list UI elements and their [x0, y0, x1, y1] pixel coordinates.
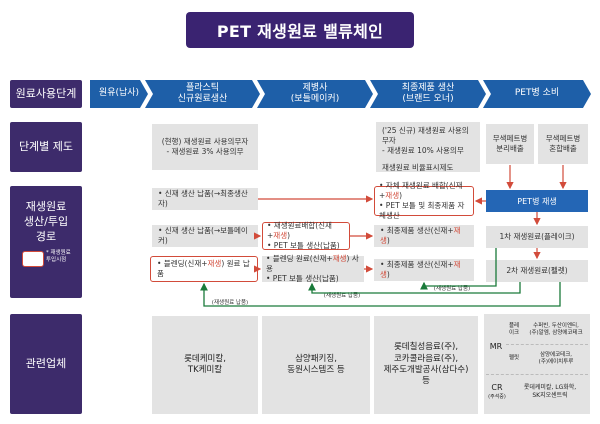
recycler-pellet-label: 펠릿 [508, 355, 520, 362]
stage-crude-oil: 원유(납사) [90, 80, 148, 108]
recycler-cr-companies-line2: SK지오센트릭 [532, 392, 568, 399]
industry-brand-line3: 제주도개발공사(삼다수) 등 [383, 365, 469, 387]
flow-r3-bottle: • 블렌딩 원료(신재+재생) 사용 • PET 보틀 생산(납품) [262, 253, 364, 284]
recycler-cr-companies: 롯데케미칼, LG화학, SK지오센트릭 [510, 378, 590, 406]
legend-text: * 재생원료 투입시점 [46, 250, 82, 265]
flow-r2-brand: • 최종제품 생산(신재+재생) [374, 225, 474, 247]
industry-bottle-line1: 삼양패키징, [295, 353, 337, 364]
return-tag-bottle: (재생원료 납품) [323, 293, 361, 299]
flow-r1-recycle: PET병 재생 [486, 190, 588, 212]
flow-r2-bottle-line1: • 재생원료배합(신재+재생) [267, 220, 332, 240]
flow-r2-bottle: • 재생원료배합(신재+재생) • PET 보틀 생산(납품) [262, 220, 350, 251]
flow-r2-bottle-line2: • PET 보틀 생산(납품) [267, 241, 340, 251]
industry-resin-line1: 롯데케미칼, [184, 353, 226, 364]
stage-new-resin-line1: 플라스틱 [185, 82, 220, 93]
recycler-cr-label-main: CR [491, 383, 503, 393]
recycler-pellet-companies: 삼양에코테크, (주)에이치투루 [522, 348, 590, 370]
flow-r2-resin: • 신재 생산 납품(→보틀메이커) [152, 225, 258, 247]
regulation-mixed-line1: 무색페트병 [545, 133, 581, 143]
regulation-mixed: 무색페트병 혼합배출 [538, 124, 588, 164]
regulation-resin-line2: - 재생원료 3% 사용의무 [166, 147, 244, 156]
row-label-flow: 재생원료 생산/투입 경로 [10, 186, 82, 298]
industry-bottle: 삼양패키징, 동원시스템즈 등 [262, 316, 370, 414]
regulation-resin: (현행) 재생원료 사용의무자 - 재생원료 3% 사용의무 [152, 124, 258, 170]
regulation-separate-line1: 무색페트병 [492, 133, 528, 143]
flow-r3-bottle-line1: • 블렌딩 원료(신재+재생) 사용 [266, 253, 359, 273]
row-label-stage: 원료사용단계 [10, 80, 82, 108]
industry-brand: 롯데칠성음료(주), 코카콜라음료(주), 제주도개발공사(삼다수) 등 [374, 316, 478, 414]
industry-brand-line2: 코카콜라음료(주), [393, 353, 459, 364]
flow-r3-bottle-line2: • PET 보틀 생산(납품) [266, 274, 339, 284]
recycler-mr-label: MR [489, 341, 503, 351]
recycler-divider-1 [506, 344, 588, 345]
industry-bottle-line2: 동원시스템즈 등 [287, 365, 345, 375]
recycler-pellet-companies-line1: 삼양에코테크, [539, 351, 573, 358]
flow-r2-flake: 1차 재생원료(플레이크) [486, 226, 588, 248]
row-label-flow-line3: 경로 [35, 229, 57, 243]
row-label-regulation: 단계별 제도 [10, 122, 82, 172]
stage-new-resin: 플라스틱 신규원료생산 [145, 80, 260, 108]
regulation-separate-line2: 분리배출 [496, 144, 524, 153]
industry-recyclers [484, 314, 590, 414]
stage-bottle-maker-line1: 제병사 [302, 82, 328, 93]
stage-brand-owner: 최종제품 생산 (브랜드 오너) [370, 80, 486, 108]
industry-resin-line2: TK케미칼 [187, 365, 223, 375]
recycler-cr-companies-line1: 롯데케미칼, LG화학, [523, 383, 577, 391]
flow-r3-resin-text: • 블렌딩(신재+재생) 원료 납품 [157, 258, 250, 278]
regulation-resin-line1: (현행) 재생원료 사용의무자 [161, 136, 249, 146]
stage-consumption: PET병 소비 [483, 80, 591, 108]
flow-r1-brand-line2: • PET 보틀 및 최종제품 자체생산 [379, 201, 465, 221]
regulation-brand-line2: - 재생원료 10% 사용의무 [382, 146, 464, 156]
recycler-cr-label: CR (주석중) [486, 380, 508, 404]
regulation-brand-line3: 재생원료 비율표시제도 [382, 163, 454, 173]
regulation-mixed-line2: 혼합배출 [549, 144, 577, 153]
legend-line1: * 재생원료 [46, 250, 71, 256]
flow-r1-brand-line1: • 자체 재생원료 배합(신재+재생) [379, 180, 463, 200]
flow-r1-brand: • 자체 재생원료 배합(신재+재생) • PET 보틀 및 최종제품 자체생산 [374, 181, 474, 220]
stage-brand-owner-line1: 최종제품 생산 [401, 82, 455, 93]
flow-r3-resin: • 블렌딩(신재+재생) 원료 납품 [150, 256, 258, 282]
regulation-brand-line1: ('25 신규) 재생원료 사용의무자 [382, 126, 469, 146]
row-label-industry: 관련업체 [10, 314, 82, 414]
flow-r2-brand-text: • 최종제품 생산(신재+재생) [380, 225, 461, 245]
legend-line2: 투입시점 [46, 257, 67, 264]
recycler-flake-label-line1: 플레 [508, 322, 520, 329]
recycler-flake-companies-line2: (주)알엠, 삼양에코테크 [529, 330, 583, 336]
regulation-brand: ('25 신규) 재생원료 사용의무자 - 재생원료 10% 사용의무 재생원료… [376, 122, 480, 172]
return-tag-brand: (재생원료 납품) [433, 286, 471, 292]
stage-new-resin-line2: 신규원료생산 [177, 94, 228, 104]
recycler-flake-label-line2: 이크 [508, 330, 520, 336]
legend-swatch [22, 251, 44, 267]
return-tag-resin: (재생원료 납품) [211, 300, 249, 306]
recycler-pellet-companies-line2: (주)에이치투루 [538, 359, 574, 365]
stage-bottle-maker-line2: (보틀메이커) [290, 94, 340, 104]
row-label-flow-line1: 재생원료 [25, 200, 67, 213]
flow-r3-brand-text: • 최종제품 생산(신재+재생) [380, 259, 461, 279]
industry-resin: 롯데케미칼, TK케미칼 [152, 316, 258, 414]
stage-bottle-maker: 제병사 (보틀메이커) [257, 80, 373, 108]
recycler-divider-2 [486, 374, 588, 375]
diagram-title: PET 재생원료 밸류체인 [186, 12, 414, 48]
recycler-flake-companies: 수퍼빈, 두산이엔티, (주)알엠, 삼양에코테크 [522, 318, 590, 342]
flow-r3-pellet: 2차 재생원료(펠렛) [486, 260, 588, 282]
industry-brand-line1: 롯데칠성음료(주), [393, 342, 459, 353]
recycler-flake-label: 플레 이크 [506, 318, 522, 342]
recycler-flake-companies-line1: 수퍼빈, 두산이엔티, [533, 322, 579, 329]
stage-brand-owner-line2: (브랜드 오너) [402, 94, 454, 104]
regulation-separate: 무색페트병 분리배출 [486, 124, 534, 164]
flow-r3-brand: • 최종제품 생산(신재+재생) [374, 259, 474, 281]
recycler-cr-label-sub: (주석중) [488, 394, 506, 401]
flow-r1-resin: • 신재 생산 납품(→최종생산자) [152, 188, 258, 210]
row-label-flow-line2: 생산/투입 [23, 214, 69, 228]
